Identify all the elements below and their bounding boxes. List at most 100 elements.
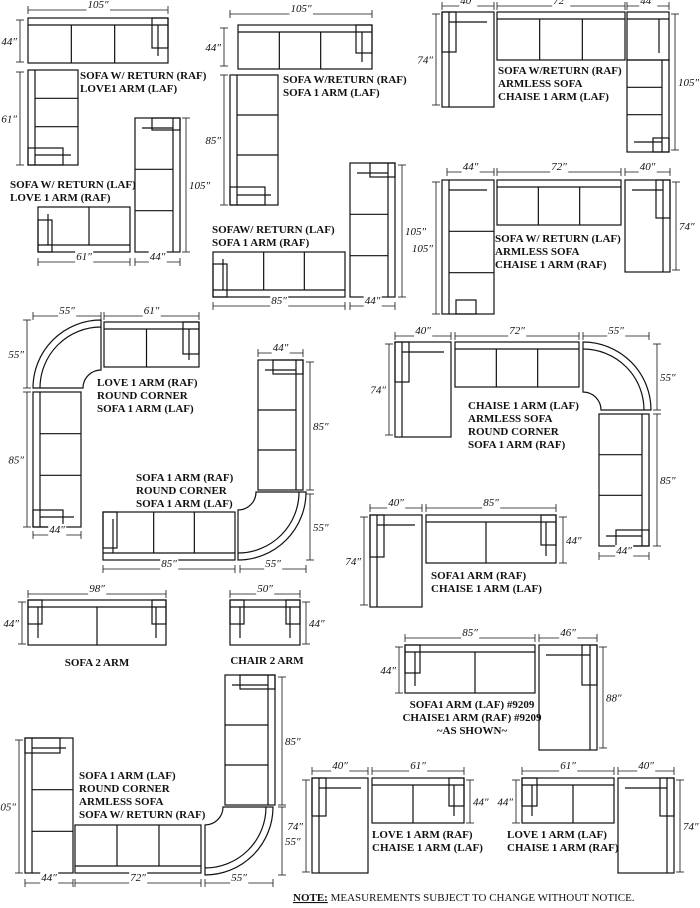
- configuration-label: SOFA W/RETURN (RAF): [498, 65, 622, 77]
- configuration-label: CHAISE 1 ARM (LAF): [468, 400, 579, 412]
- configuration-label: SOFA 1 ARM (RAF): [212, 237, 310, 249]
- sofa-outline: [394, 341, 452, 438]
- dimension-label: 85″: [660, 475, 676, 487]
- dimension-label: 44″: [616, 545, 632, 557]
- dimension-label: 74″: [683, 821, 699, 833]
- sofa-outline: [311, 777, 369, 874]
- dimension-label-bg: [637, 760, 656, 772]
- dimension-label: 44″: [205, 42, 221, 54]
- configuration-label: SOFAW/ RETURN (LAF): [212, 224, 335, 236]
- configuration-label: LOVE 1 ARM (RAF): [97, 377, 198, 389]
- return-corner: [37, 219, 53, 253]
- configuration-label: LOVE 1 ARM (LAF): [507, 829, 607, 841]
- sofa-outline: [617, 777, 675, 874]
- dimension-label-bg: [256, 583, 275, 595]
- configuration-label: ROUND CORNER: [136, 485, 228, 497]
- dimension-label: 44″: [640, 0, 656, 7]
- dimension-label-bg: [459, 0, 478, 7]
- configuration-label: CHAISE1 ARM (RAF) #9209: [402, 712, 542, 724]
- dimension-label: 40″: [332, 760, 348, 772]
- configuration-label: SOFA 1 ARM (LAF): [97, 403, 194, 415]
- sofa-outline: [538, 644, 598, 751]
- dimension-label: 74″: [345, 556, 361, 568]
- sofa-outline: [369, 514, 423, 608]
- dimension-label: 55″: [608, 325, 624, 337]
- round-corner: [582, 341, 652, 411]
- dimension-label: 44″: [41, 872, 57, 884]
- return-corner: [229, 186, 266, 206]
- dimension-label: 55″: [285, 836, 301, 848]
- dimension-label-bg: [496, 796, 515, 809]
- dimension-label-bg: [416, 54, 435, 67]
- dimension-label-bg: [682, 821, 700, 833]
- dimension-label-bg: [639, 0, 658, 7]
- sofa-outline: [496, 179, 622, 226]
- dimension-label-bg: [409, 760, 428, 772]
- dimension-label: 44″: [1, 36, 17, 48]
- dimension-label: 74″: [417, 55, 433, 67]
- configuration-label: SOFA 1 ARM (RAF): [136, 472, 234, 484]
- dimension-label-bg: [2, 618, 21, 630]
- dimension-label: 105″: [412, 243, 434, 255]
- dimension-label: 105″: [189, 180, 211, 192]
- dimension-label: 40″: [638, 760, 654, 772]
- dimension-label: 44″: [380, 665, 396, 677]
- configuration-label: CHAISE 1 ARM (RAF): [495, 259, 607, 271]
- dimension-label: 105″: [290, 3, 312, 15]
- dimension-label: 61″: [1, 114, 17, 126]
- dimension-label: 55″: [313, 522, 329, 534]
- sofa-outline: [441, 179, 495, 315]
- return-corner: [24, 737, 61, 754]
- dimension-label-bg: [565, 535, 583, 547]
- dimension-label: 85″: [161, 558, 177, 570]
- dimension-label: 44″: [150, 251, 166, 263]
- dimension-label-bg: [230, 872, 249, 884]
- round-corner-back: [204, 806, 267, 869]
- dimension-label-bg: [270, 295, 289, 307]
- dimension-label: 72″: [553, 0, 569, 7]
- configuration-label: CHAISE 1 ARM (LAF): [498, 91, 609, 103]
- sofa-outline: [624, 179, 671, 273]
- return-corner: [521, 777, 538, 807]
- dimension-label: 55″: [265, 558, 281, 570]
- configuration-label: SOFA W/ RETURN (LAF): [10, 179, 136, 191]
- dimension-label-bg: [160, 558, 179, 570]
- dimension-label: 44″: [463, 161, 479, 173]
- configuration-label: ROUND CORNER: [97, 390, 189, 402]
- dimension-label-bg: [129, 872, 148, 884]
- return-corner: [448, 777, 465, 807]
- dimension-label-bg: [331, 760, 350, 772]
- configuration-label: ARMLESS SOFA: [498, 78, 583, 90]
- return-corner: [455, 299, 477, 315]
- return-corner: [311, 777, 327, 817]
- dimension-label-bg: [40, 872, 59, 884]
- dimension-label: 85″: [205, 135, 221, 147]
- dimension-label: 44″: [309, 618, 325, 630]
- dimension-label: 85″: [313, 421, 329, 433]
- round-corner-back: [582, 348, 645, 411]
- dimension-label-bg: [559, 760, 578, 772]
- round-corner-back: [237, 491, 300, 554]
- dimension-label: 72″: [130, 872, 146, 884]
- dimension-label-bg: [0, 36, 19, 48]
- dimension-label-bg: [312, 421, 330, 433]
- dimension-label: 85″: [483, 497, 499, 509]
- dimension-label-bg: [363, 295, 382, 307]
- dimension-label-bg: [312, 522, 330, 534]
- return-corner: [285, 599, 301, 625]
- dimension-label: 61″: [76, 251, 92, 263]
- dimension-label: 61″: [410, 760, 426, 772]
- return-corner: [394, 341, 410, 383]
- dimension-label: 50″: [257, 583, 273, 595]
- dimension-label-bg: [7, 454, 26, 467]
- configuration-label: ROUND CORNER: [468, 426, 560, 438]
- return-corner: [27, 599, 43, 625]
- return-corner: [615, 529, 650, 547]
- dimension-label: 44″: [365, 295, 381, 307]
- return-corner: [151, 17, 169, 49]
- dimension-label: 105″: [87, 0, 109, 11]
- dimension-label: 74″: [679, 221, 695, 233]
- configuration-label: SOFA1 ARM (RAF): [431, 570, 526, 582]
- configuration-label: SOFA 1 ARM (LAF): [283, 87, 380, 99]
- configuration-label: CHAISE 1 ARM (LAF): [431, 583, 542, 595]
